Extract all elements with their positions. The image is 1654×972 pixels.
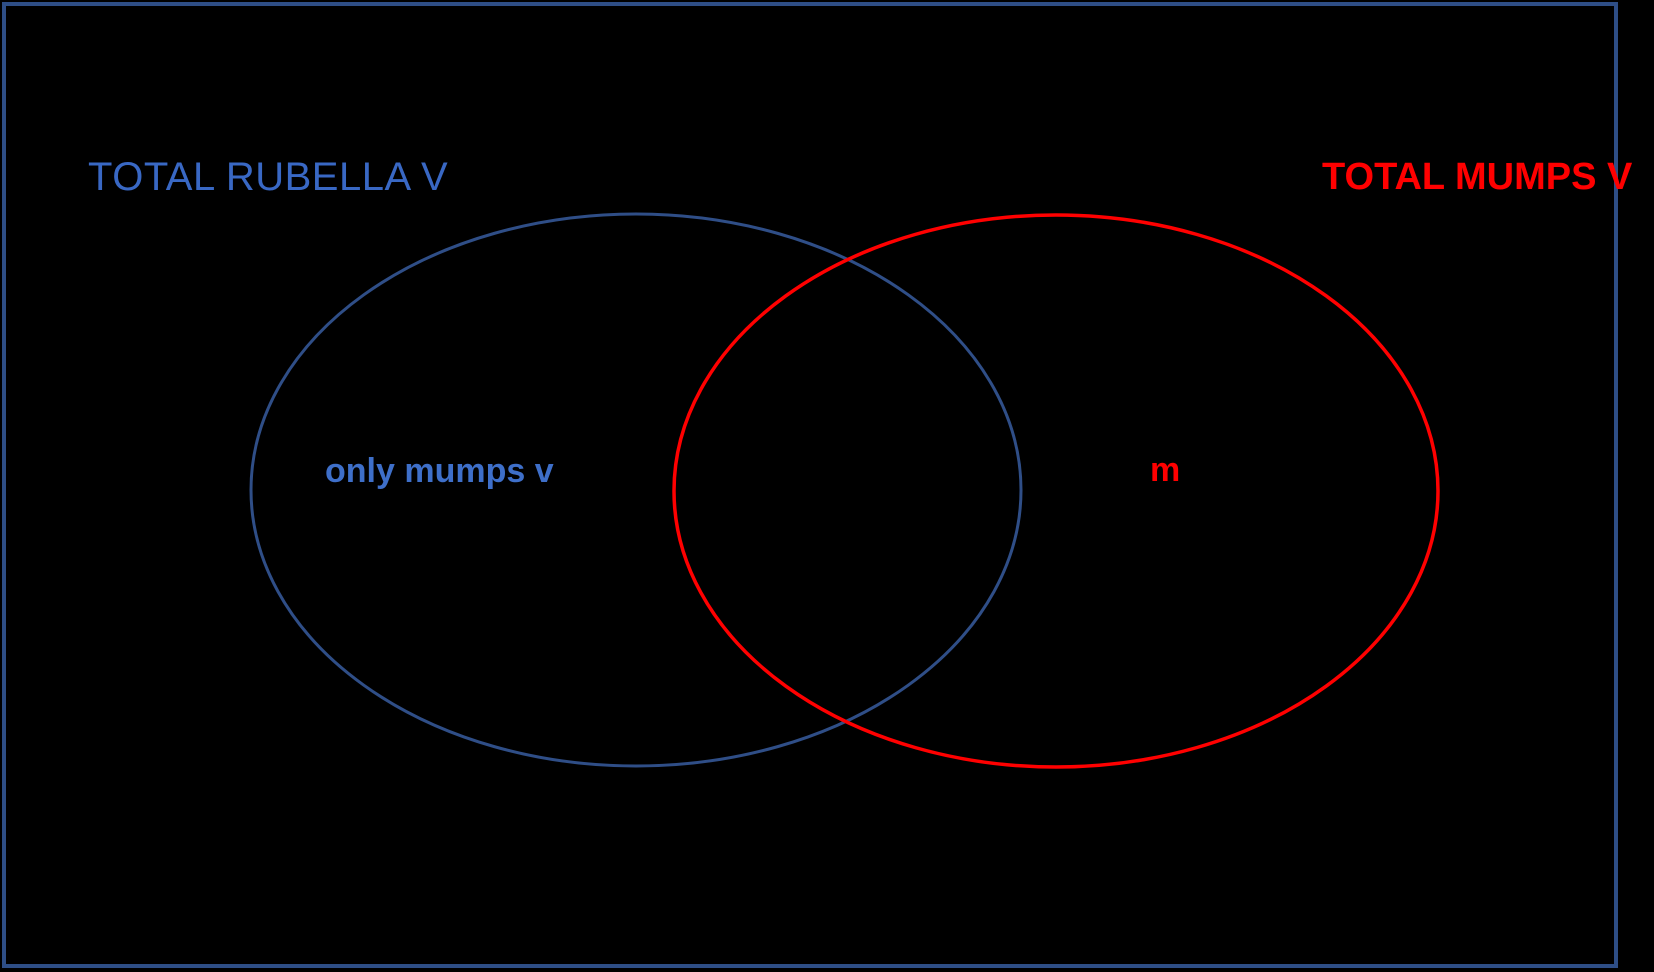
rubella-only-region-label: only mumps v: [325, 452, 554, 490]
outer-border-frame: [2, 2, 1618, 968]
rubella-set-title: TOTAL RUBELLA V: [88, 155, 449, 199]
mumps-only-region-label: m: [1150, 451, 1181, 489]
rubella-set-ellipse: [249, 212, 1023, 768]
mumps-set-ellipse: [672, 213, 1440, 769]
mumps-set-title: TOTAL MUMPS V: [1322, 156, 1633, 198]
